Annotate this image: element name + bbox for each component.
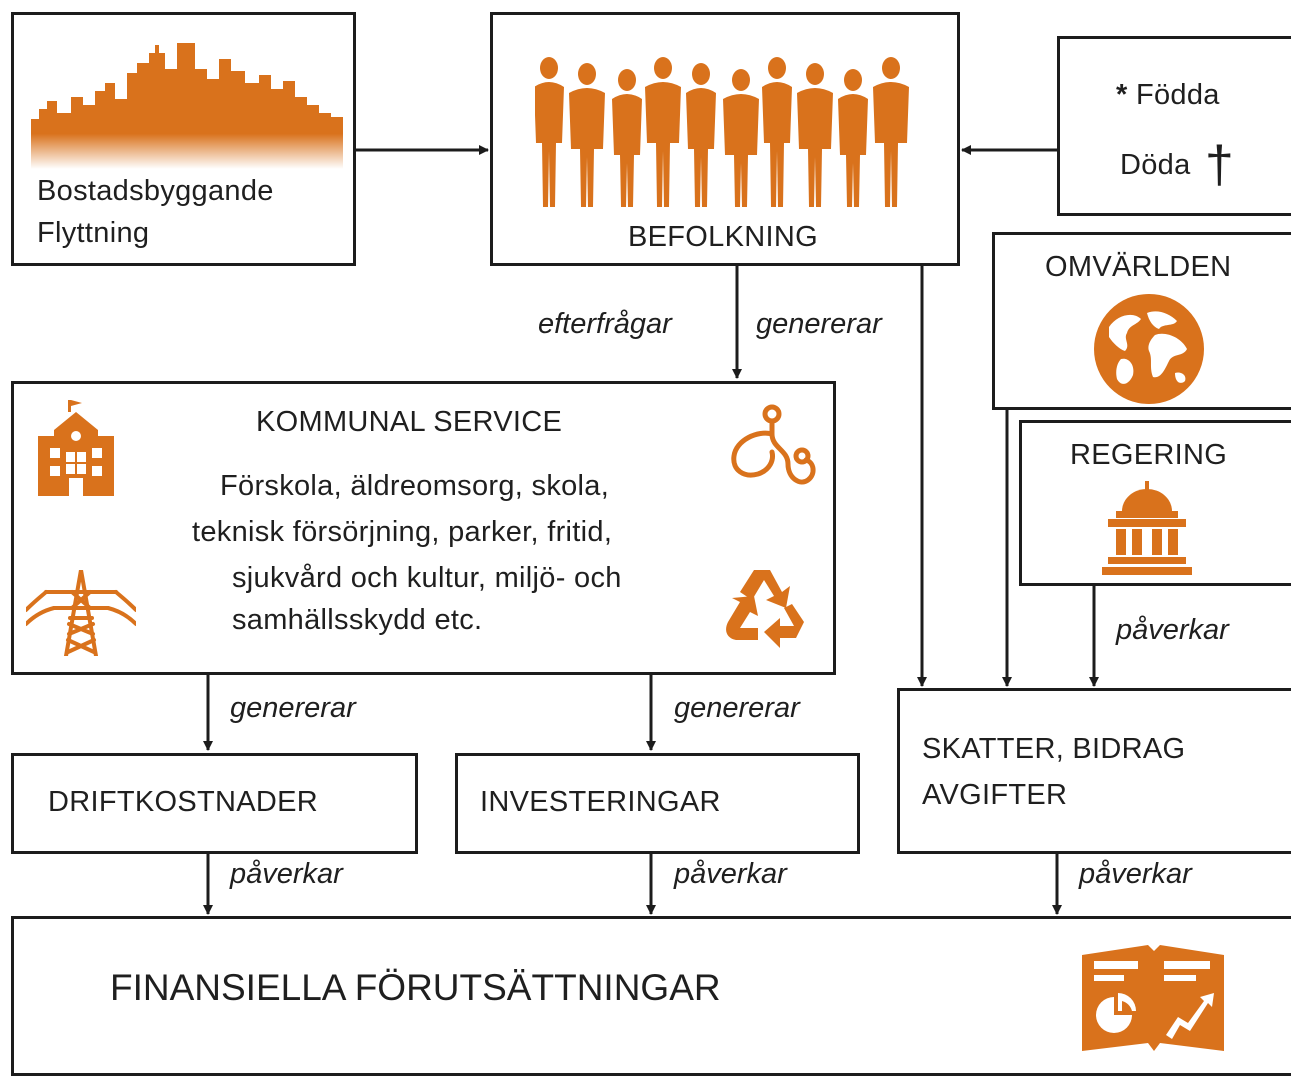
person-body — [838, 94, 868, 207]
school-icon — [38, 400, 114, 496]
person-body — [797, 88, 833, 207]
stethoscope-icon — [731, 404, 816, 485]
befolkning-label: BEFOLKNING — [628, 221, 818, 253]
edge-label-paverkar-invest: påverkar — [674, 858, 787, 890]
bostad-line2: Flyttning — [37, 217, 150, 249]
skatter-line2: AVGIFTER — [922, 779, 1068, 811]
regering-box: REGERING — [1019, 420, 1291, 586]
city-skyline-icon — [31, 43, 343, 169]
skatter-line1: SKATTER, BIDRAG — [922, 733, 1186, 765]
person-head — [732, 69, 750, 91]
globe-icon — [1094, 294, 1204, 404]
edge-label-efterfragar: efterfrågar — [538, 308, 672, 340]
government-building-icon — [1102, 481, 1192, 575]
edge-label-genererar-invest: genererar — [674, 692, 800, 724]
person-body — [686, 88, 716, 207]
person-head — [540, 57, 558, 79]
person-body — [569, 88, 605, 207]
people-silhouettes-icon — [535, 57, 909, 207]
investeringar-label: INVESTERINGAR — [480, 786, 721, 818]
person-head — [768, 57, 786, 79]
omvarlden-label: OMVÄRLDEN — [1045, 251, 1232, 283]
finansiella-label: FINANSIELLA FÖRUTSÄTTNINGAR — [110, 967, 721, 1008]
edge-label-paverkar-regering: påverkar — [1116, 614, 1229, 646]
person-head — [578, 63, 596, 85]
kommunal-line-1: Förskola, äldreomsorg, skola, — [220, 470, 610, 502]
edge-label-paverkar-skatter: påverkar — [1079, 858, 1192, 890]
skatter-bidrag-box: SKATTER, BIDRAG AVGIFTER — [897, 688, 1291, 854]
person-head — [806, 63, 824, 85]
person-body — [645, 82, 681, 207]
report-chart-icon — [1082, 945, 1224, 1051]
kommunal-service-box: KOMMUNAL SERVICE Förskola, äldreomsorg, … — [11, 381, 836, 675]
fodda-doda-box: * Födda Döda † — [1057, 36, 1291, 216]
kommunal-line-3: sjukvård och kultur, miljö- och — [232, 562, 622, 594]
finansiella-box: FINANSIELLA FÖRUTSÄTTNINGAR — [11, 916, 1291, 1076]
person-head — [882, 57, 900, 79]
driftkostnader-box: DRIFTKOSTNADER — [11, 753, 418, 854]
death-row: Döda † — [1120, 127, 1234, 194]
edge-label-genererar-drift: genererar — [230, 692, 356, 724]
birth-label: Födda — [1135, 79, 1220, 111]
power-pylon-icon — [26, 570, 136, 656]
kommunal-line-2: teknisk försörjning, parker, fritid, — [192, 516, 613, 548]
edge-label-paverkar-drift: påverkar — [230, 858, 343, 890]
cross-icon: † — [1204, 136, 1235, 194]
person-body — [535, 82, 564, 207]
befolkning-box: BEFOLKNING — [490, 12, 960, 266]
regering-label: REGERING — [1070, 439, 1228, 471]
birth-asterisk-icon: * — [1116, 79, 1128, 111]
omvarlden-box: OMVÄRLDEN — [992, 232, 1291, 410]
driftkostnader-label: DRIFTKOSTNADER — [48, 786, 319, 818]
kommunal-title: KOMMUNAL SERVICE — [256, 406, 563, 438]
person-body — [723, 94, 759, 207]
bostad-box: Bostadsbyggande Flyttning — [11, 12, 356, 266]
bostad-line1: Bostadsbyggande — [37, 175, 274, 207]
person-head — [654, 57, 672, 79]
birth-row: * Födda — [1116, 79, 1220, 112]
recycle-icon — [726, 570, 804, 648]
edge-label-genererar-skatter: genererar — [756, 308, 882, 340]
person-head — [618, 69, 636, 91]
death-label: Döda — [1120, 149, 1191, 181]
person-body — [762, 82, 792, 207]
kommunal-line-4: samhällsskydd etc. — [232, 604, 483, 636]
investeringar-box: INVESTERINGAR — [455, 753, 860, 854]
person-body — [873, 82, 909, 207]
person-head — [844, 69, 862, 91]
person-head — [692, 63, 710, 85]
person-body — [612, 94, 642, 207]
